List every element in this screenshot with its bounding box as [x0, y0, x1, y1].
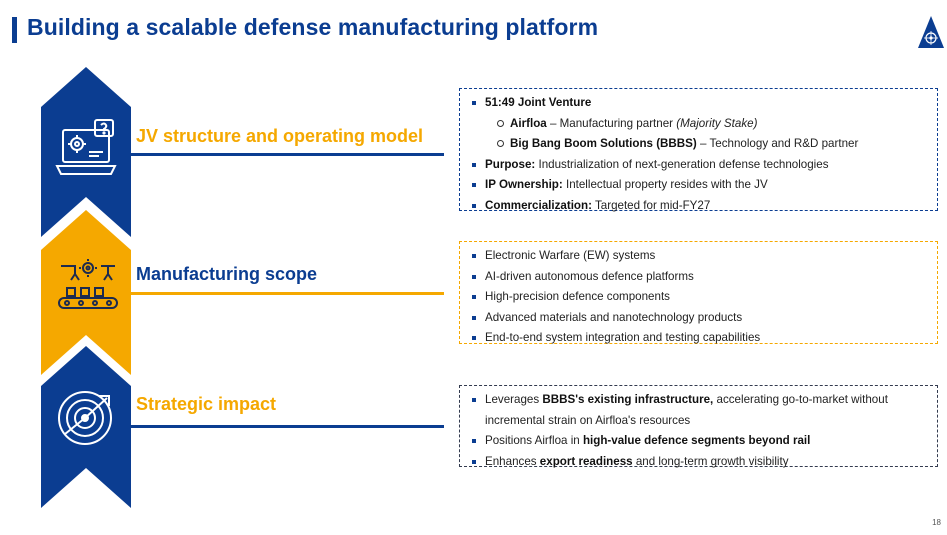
strategic-impact-details-box: Leverages BBBS's existing infrastructure…: [459, 385, 938, 468]
list-item: Positions Airfloa in high-value defence …: [470, 431, 929, 452]
page-number: 18: [932, 518, 941, 527]
radar-target-icon: [53, 386, 123, 456]
list-item: Leverages BBBS's existing infrastructure…: [470, 390, 929, 431]
list-item: Electronic Warfare (EW) systems: [470, 246, 929, 267]
jv-structure-details-box: 51:49 Joint Venture Airfloa – Manufactur…: [459, 88, 938, 212]
list-item: Advanced materials and nanotechnology pr…: [470, 308, 929, 329]
company-logo-icon: [917, 14, 945, 50]
title-accent-bar: [12, 17, 17, 43]
list-item: IP Ownership: Intellectual property resi…: [470, 175, 929, 196]
connector-line-jv: [130, 153, 444, 156]
list-item: Big Bang Boom Solutions (BBBS) – Technol…: [470, 134, 929, 155]
chevron-manufacturing-scope: [41, 210, 131, 375]
list-item: End-to-end system integration and testin…: [470, 328, 929, 349]
connector-line-strategic: [130, 425, 444, 428]
section-label-strategic-impact: Strategic impact: [136, 394, 277, 414]
list-item: Commercialization: Targeted for mid-FY27: [470, 196, 929, 217]
section-label-manufacturing-scope: Manufacturing scope: [136, 264, 318, 284]
list-item: Purpose: Industrialization of next-gener…: [470, 155, 929, 176]
robotic-assembly-line-icon: [53, 258, 123, 328]
page-title: Building a scalable defense manufacturin…: [27, 14, 599, 40]
list-item: Enhances export readiness and long-term …: [470, 452, 929, 473]
chevron-jv-structure: [41, 67, 131, 237]
list-item: Airfloa – Manufacturing partner (Majorit…: [470, 114, 929, 135]
laptop-gear-question-icon: [53, 118, 123, 188]
list-item: AI-driven autonomous defence platforms: [470, 267, 929, 288]
list-item: 51:49 Joint Venture: [470, 93, 929, 114]
manufacturing-scope-details-box: Electronic Warfare (EW) systems AI-drive…: [459, 241, 938, 344]
section-label-jv-structure: JV structure and operating model: [136, 126, 424, 146]
connector-line-manufacturing: [130, 292, 444, 295]
list-item: High-precision defence components: [470, 287, 929, 308]
